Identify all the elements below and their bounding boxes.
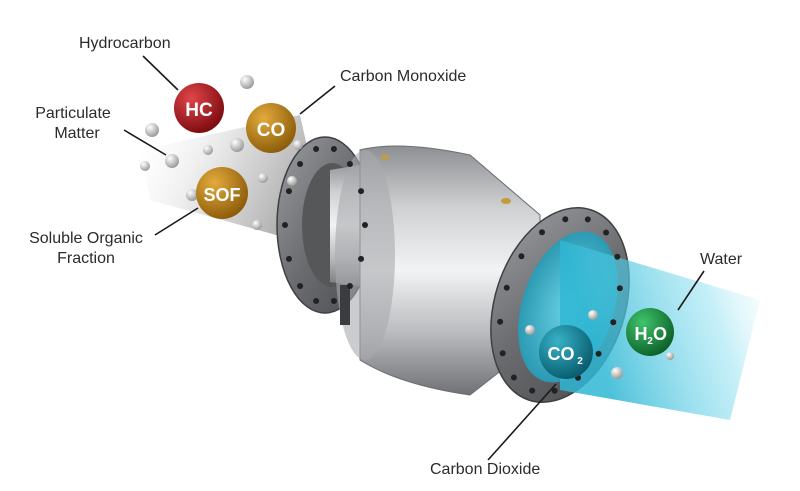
bolt-hole [503, 284, 510, 291]
bolt-hole [297, 282, 304, 289]
particle [611, 367, 623, 379]
label-soluble-organic-fraction: Soluble Organic Fraction [6, 229, 166, 269]
particle [186, 189, 198, 201]
particle [203, 145, 213, 155]
co-symbol: CO [257, 120, 286, 141]
molecule-hc: HC [174, 83, 224, 133]
bolt-hole [539, 229, 546, 236]
bolt-hole [285, 255, 292, 262]
label-water: Water [700, 251, 743, 268]
particle [140, 161, 150, 171]
flange-bolts [282, 145, 623, 394]
leader-carbon-dioxide [487, 383, 557, 461]
label-particulate-line1: Particulate [35, 105, 111, 122]
molecule-co2: CO 2 [539, 325, 593, 379]
h2o-symbol-h: H [635, 324, 648, 344]
leader-hydrocarbon [142, 55, 179, 91]
bolt-hole [529, 387, 536, 394]
particle [287, 176, 297, 186]
sof-symbol: SOF [203, 185, 240, 205]
particle [293, 140, 303, 150]
bolt-hole [518, 253, 525, 260]
h2o-symbol-o: O [653, 324, 667, 344]
hc-symbol: HC [185, 100, 213, 121]
bolt-hole [313, 145, 320, 152]
bolt-hole [610, 319, 617, 326]
bolt-hole [362, 222, 368, 228]
bolt-hole [562, 216, 569, 223]
particle [252, 220, 262, 230]
bolt-hole [616, 285, 623, 292]
particle [666, 352, 674, 360]
particle [145, 123, 159, 137]
leader-soluble [154, 207, 199, 236]
bolt-hole [584, 216, 591, 223]
label-carbon-dioxide: Carbon Dioxide [430, 461, 541, 478]
leader-carbon-monoxide [299, 85, 336, 115]
bolt-hole [282, 222, 288, 228]
bolt-hole [510, 374, 517, 381]
particle [230, 138, 244, 152]
label-carbon-monoxide: Carbon Monoxide [340, 68, 467, 85]
bolt-hole [346, 161, 353, 168]
particle [525, 325, 535, 335]
co2-symbol: CO [548, 344, 575, 364]
molecule-sof: SOF [196, 167, 248, 219]
bolt-hole [499, 350, 506, 357]
particle [240, 75, 254, 89]
bolt-hole [313, 298, 320, 305]
bolt-hole [346, 282, 353, 289]
co2-subscript: 2 [577, 356, 583, 367]
particle [165, 154, 179, 168]
leader-water [677, 270, 705, 311]
bolt-hole [551, 387, 558, 394]
nameplate [340, 285, 350, 325]
bolt-hole [614, 253, 621, 260]
bolt-hole [603, 229, 610, 236]
particle [258, 173, 268, 183]
particulate-matter-particles [140, 75, 674, 379]
label-soluble-line1: Soluble Organic [29, 230, 143, 247]
molecule-h2o: H 2 O [626, 308, 674, 356]
bolt-hole [497, 318, 504, 325]
label-particulate-line2: Matter [54, 125, 100, 142]
bolt-hole [297, 161, 304, 168]
label-soluble-line2: Fraction [57, 250, 115, 267]
h2o-subscript: 2 [647, 336, 653, 347]
label-particulate-matter: Particulate Matter [18, 104, 128, 144]
leader-particulate [123, 129, 167, 156]
bolt-hole [358, 255, 365, 262]
label-hydrocarbon: Hydrocarbon [79, 35, 171, 52]
bolt-hole [358, 188, 365, 195]
bolt-hole [330, 145, 337, 152]
sensor-fitting [501, 198, 511, 204]
bolt-hole [330, 298, 337, 305]
molecule-co: CO [246, 103, 296, 153]
particle [588, 310, 598, 320]
bolt-hole [285, 188, 292, 195]
bolt-hole [595, 350, 602, 357]
